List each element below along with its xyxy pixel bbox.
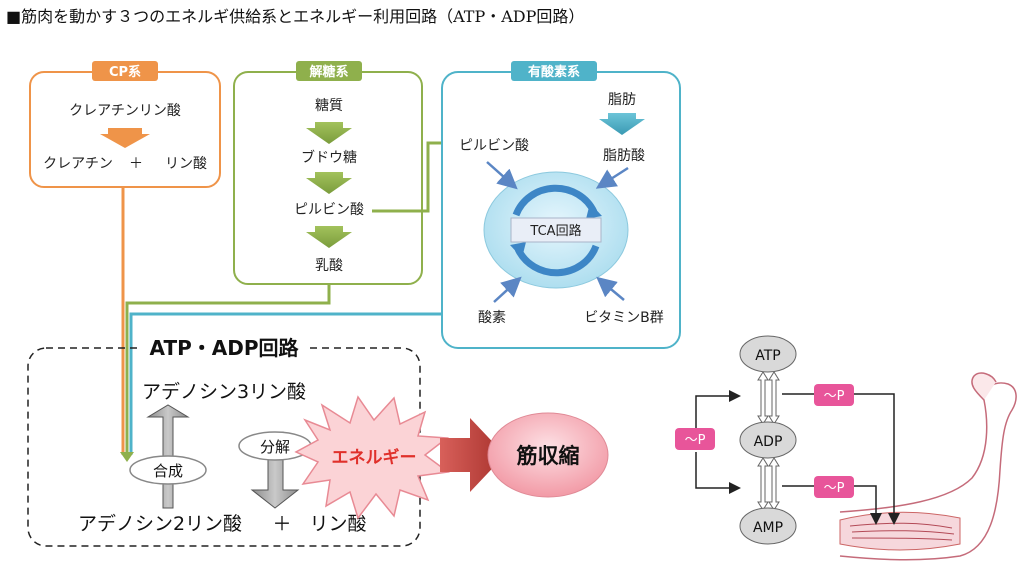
adp-phosphate: リン酸: [309, 513, 366, 535]
adp-text: アデノシン2リン酸: [78, 513, 242, 535]
cp-phosphate: リン酸: [165, 156, 207, 172]
atp-node-label: ATP: [755, 348, 780, 364]
adp-node-label: ADP: [754, 434, 783, 450]
atp-adp-label: ATP・ADP回路: [150, 336, 300, 360]
glyco-step-lactate: 乳酸: [315, 258, 343, 274]
fist-shape: [971, 372, 997, 401]
aerobic-fatty-acid: 脂肪酸: [603, 148, 645, 164]
atp-node: [739, 335, 797, 373]
glyco-arrow-2: [306, 172, 352, 194]
tca-label-bg: [510, 217, 602, 243]
pyruvate-in-arrow: [486, 161, 518, 190]
energy-to-contraction-arrow: [440, 418, 505, 492]
pyruvate-connector: [372, 141, 446, 213]
synthesis-badge: [129, 455, 207, 485]
glyco-step-sugar: 糖質: [315, 98, 343, 114]
contraction-bubble: [487, 412, 609, 498]
glyco-arrow-3: [306, 226, 352, 248]
cp-plus: ＋: [129, 156, 143, 172]
tca-cycle-arc-top: [512, 184, 598, 217]
aerobic-connector: [129, 312, 442, 455]
fat-arrow: [599, 113, 645, 135]
tca-label: TCA回路: [529, 223, 581, 239]
cp-label-bg: [92, 61, 158, 81]
adp-to-muscle-line: [782, 485, 882, 525]
p-badge-top: [814, 384, 854, 406]
atp-adp-cycle: ATP・ADP回路 アデノシン3リン酸 合成 分解 アデノシン2リン酸 ＋ リン…: [27, 334, 421, 547]
cp-system: CP系 クレアチンリン酸 クレアチン ＋ リン酸: [29, 61, 221, 188]
aerobic-pyruvate: ピルビン酸: [459, 138, 529, 154]
adp-node: [739, 421, 797, 459]
aerobic-vitamin: ビタミンB群: [584, 310, 664, 326]
glyco-step-glucose: ブドウ糖: [301, 149, 357, 166]
vitamin-in-arrow: [596, 276, 625, 301]
p-badge-left: [675, 428, 715, 450]
left-loop-up: [695, 390, 741, 430]
left-loop-down: [695, 452, 741, 494]
aerobic-fat: 脂肪: [608, 92, 636, 108]
glyco-connector: [125, 284, 331, 455]
atp-to-muscle-line: [782, 393, 900, 525]
amp-node-label: AMP: [753, 520, 783, 536]
p-badge-bottom: [814, 476, 854, 498]
synthesis-label: 合成: [153, 462, 183, 480]
adp-amp-arrow-right: [768, 457, 780, 511]
adp-plus: ＋: [272, 513, 291, 535]
aerobic-label: 有酸素系: [528, 64, 580, 80]
oxygen-in-arrow: [493, 276, 522, 303]
cp-creatine: クレアチン: [43, 156, 113, 172]
atp-adp-label-bg: [140, 334, 308, 360]
amp-node: [739, 507, 797, 545]
tca-cycle-arc-bottom: [514, 244, 600, 277]
glyco-step-pyruvate: ピルビン酸: [294, 202, 364, 218]
energy-burst: [294, 395, 450, 520]
aerobic-label-bg: [511, 61, 597, 81]
p-badge-top-label: ～P: [824, 389, 845, 404]
atp-text: アデノシン3リン酸: [142, 381, 306, 403]
page-title: ■筋肉を動かす３つのエネルギ供給系とエネルギー利用回路（ATP・ADP回路）: [6, 7, 585, 26]
cp-creatine-phosphate: クレアチンリン酸: [69, 103, 181, 119]
atp-adp-arrow-right: [768, 371, 780, 425]
decomposition-label: 分解: [260, 438, 290, 456]
atp-adp-amp-diagram: ATP ADP AMP ～P ～P ～P: [675, 335, 1017, 561]
aerobic-oxygen: 酸素: [478, 310, 506, 326]
glyco-arrow-1: [306, 122, 352, 144]
tca-cycle-head-top: [586, 203, 602, 219]
cp-arrow: [100, 128, 150, 148]
atp-adp-arrow-left: [757, 371, 769, 425]
connector-head: [120, 452, 134, 462]
glyco-label: 解糖系: [308, 64, 348, 80]
glycolysis-system: 解糖系 糖質 ブドウ糖 ピルビン酸 乳酸: [233, 61, 423, 285]
tca-cycle-head-bottom: [510, 242, 526, 258]
adp-amp-arrow-left: [757, 457, 769, 511]
muscle-fibers: [849, 522, 955, 541]
glyco-label-bg: [296, 61, 362, 81]
energy-label: エネルギー: [332, 448, 417, 468]
contraction-label: 筋収縮: [516, 444, 580, 468]
p-badge-left-label: ～P: [685, 433, 706, 448]
fattyacid-in-arrow: [595, 166, 629, 189]
arm-outline: [839, 382, 1017, 561]
p-badge-bottom-label: ～P: [824, 481, 845, 496]
cp-label: CP系: [109, 64, 141, 80]
aerobic-system: 有酸素系 ピルビン酸 脂肪 脂肪酸 TCA回路 酸素 ビタミンB群: [441, 61, 681, 349]
